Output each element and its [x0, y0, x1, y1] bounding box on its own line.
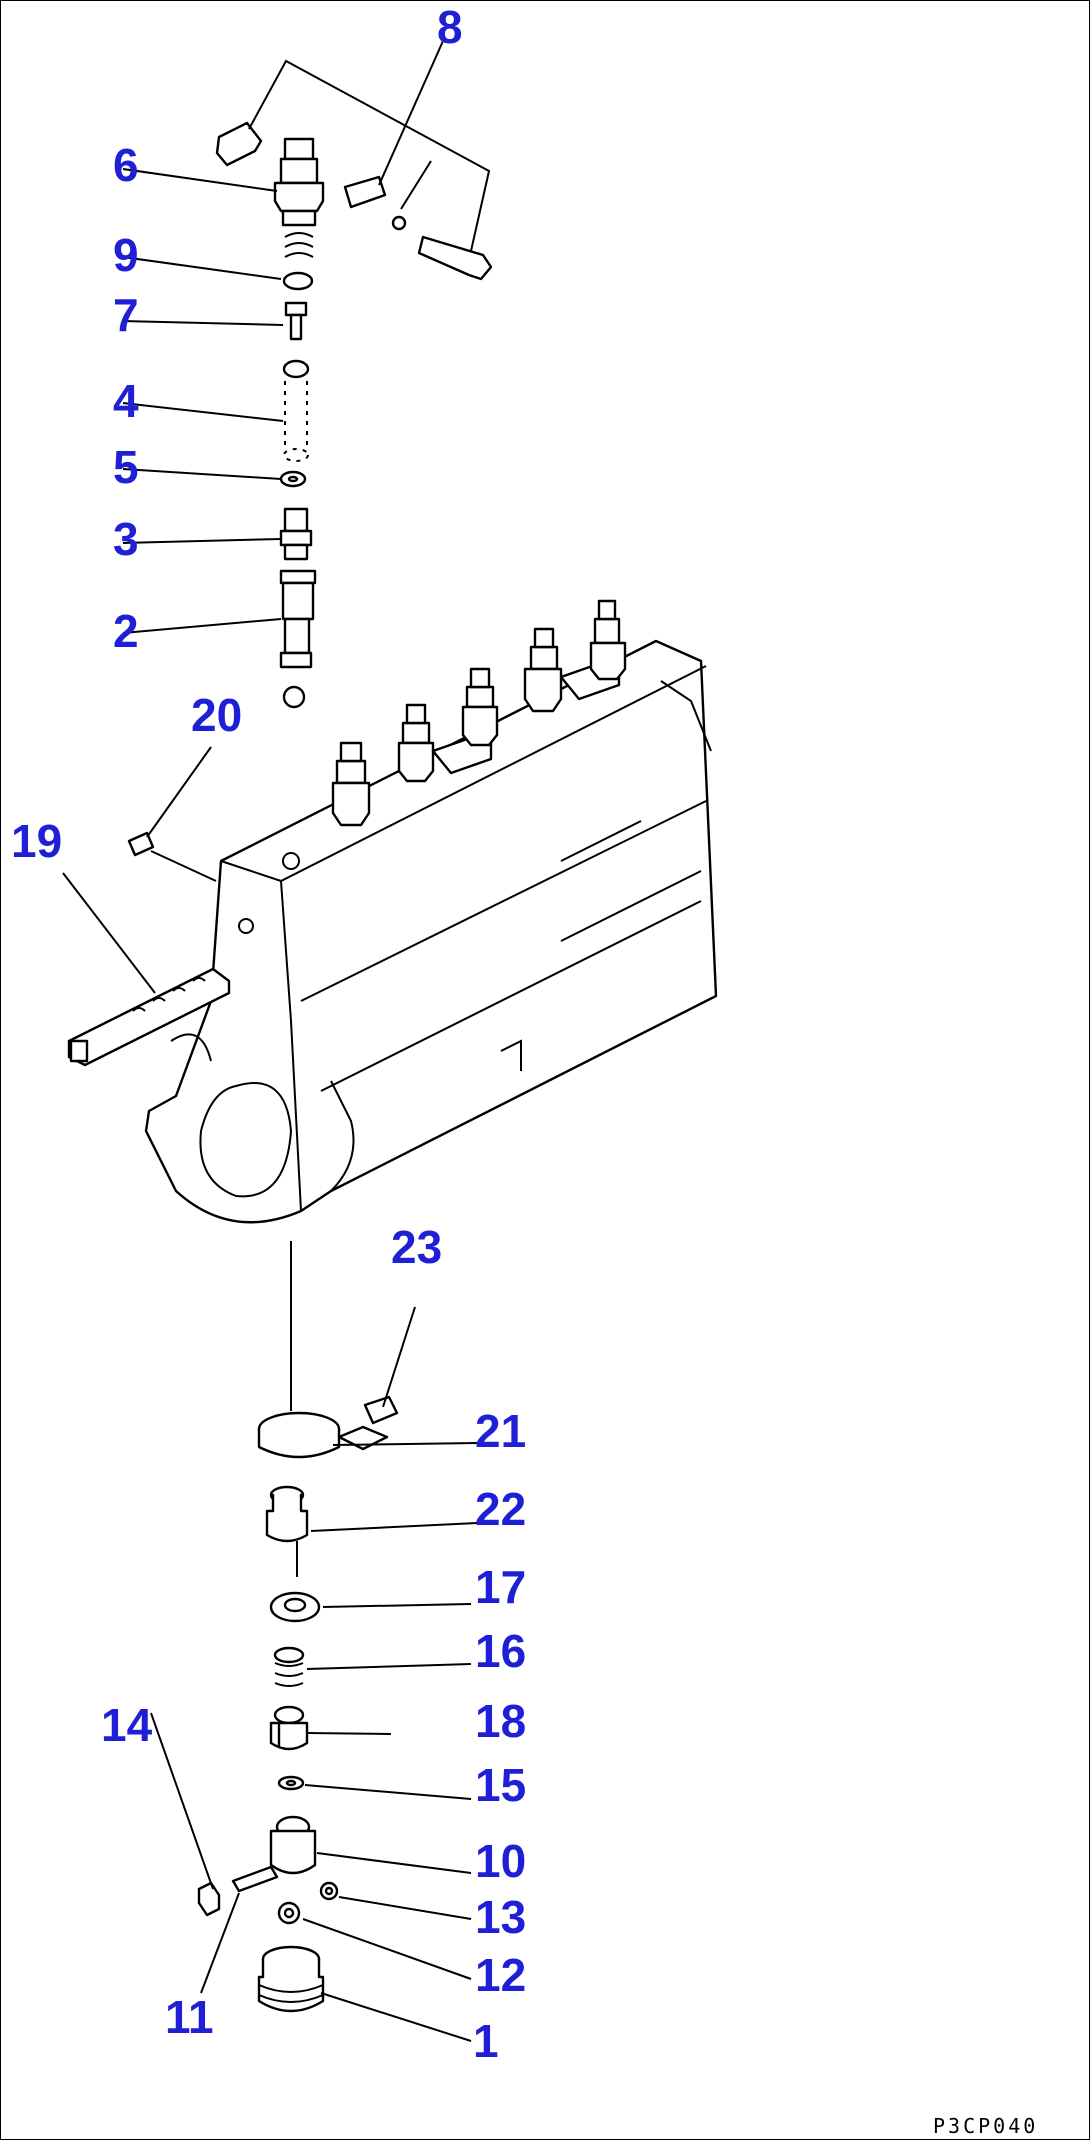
callout-16: 16 [475, 1625, 526, 1677]
callout-12: 12 [475, 1949, 526, 2001]
part-16-spring [273, 1646, 305, 1687]
part-22-plunger-guide [265, 1485, 309, 1543]
part-8-clamp-assembly [215, 59, 493, 281]
part-20-bolt [127, 831, 217, 882]
part-14-plate [197, 1881, 221, 1917]
callout-17: 17 [475, 1561, 526, 1613]
callout-2: 2 [113, 605, 139, 657]
part-11-pin [231, 1865, 279, 1893]
part-2-plunger-barrel [279, 569, 317, 709]
drawing-reference-code: P3CP040 [933, 2114, 1038, 2138]
callout-11: 11 [165, 1991, 214, 2043]
part-23-screw [363, 1395, 399, 1425]
callout-5: 5 [113, 441, 139, 493]
callout-22: 22 [475, 1483, 526, 1535]
leader-lines [62, 40, 478, 2042]
plunger-ports-row [331, 599, 627, 827]
part-1-plug [257, 1945, 325, 2013]
callout-19: 19 [11, 815, 62, 867]
callout-20: 20 [191, 689, 242, 741]
callout-9: 9 [113, 229, 139, 281]
part-15-washer [277, 1775, 305, 1791]
callout-6: 6 [113, 139, 139, 191]
part-17-upper-seat [269, 1591, 321, 1623]
callout-10: 10 [475, 1835, 526, 1887]
callout-14: 14 [101, 1699, 153, 1751]
part-13-roller-pin [319, 1881, 339, 1901]
part-7-screw [284, 301, 308, 341]
callout-1: 1 [473, 2015, 499, 2067]
callout-15: 15 [475, 1759, 526, 1811]
callout-4: 4 [113, 375, 139, 427]
callout-13: 13 [475, 1891, 526, 1943]
part-18-lower-seat [269, 1705, 309, 1751]
callout-8: 8 [437, 1, 463, 53]
part-19-rack [67, 967, 231, 1067]
pump-housing [144, 639, 718, 1224]
part-6-delivery-valve-holder [273, 137, 325, 227]
part-21-control-sleeve [257, 1411, 389, 1459]
callout-18: 18 [475, 1695, 526, 1747]
part-10-tappet [269, 1815, 317, 1875]
callout-21: 21 [475, 1405, 526, 1457]
part-12-roller [277, 1901, 301, 1925]
part-spring-top [284, 232, 314, 258]
part-5-washer [279, 470, 307, 488]
callout-23: 23 [391, 1221, 442, 1273]
part-3-delivery-valve [279, 507, 313, 561]
part-4-spring [282, 359, 310, 462]
part-9-o-ring [282, 271, 314, 291]
callout-7: 7 [113, 289, 139, 341]
callout-3: 3 [113, 513, 139, 565]
